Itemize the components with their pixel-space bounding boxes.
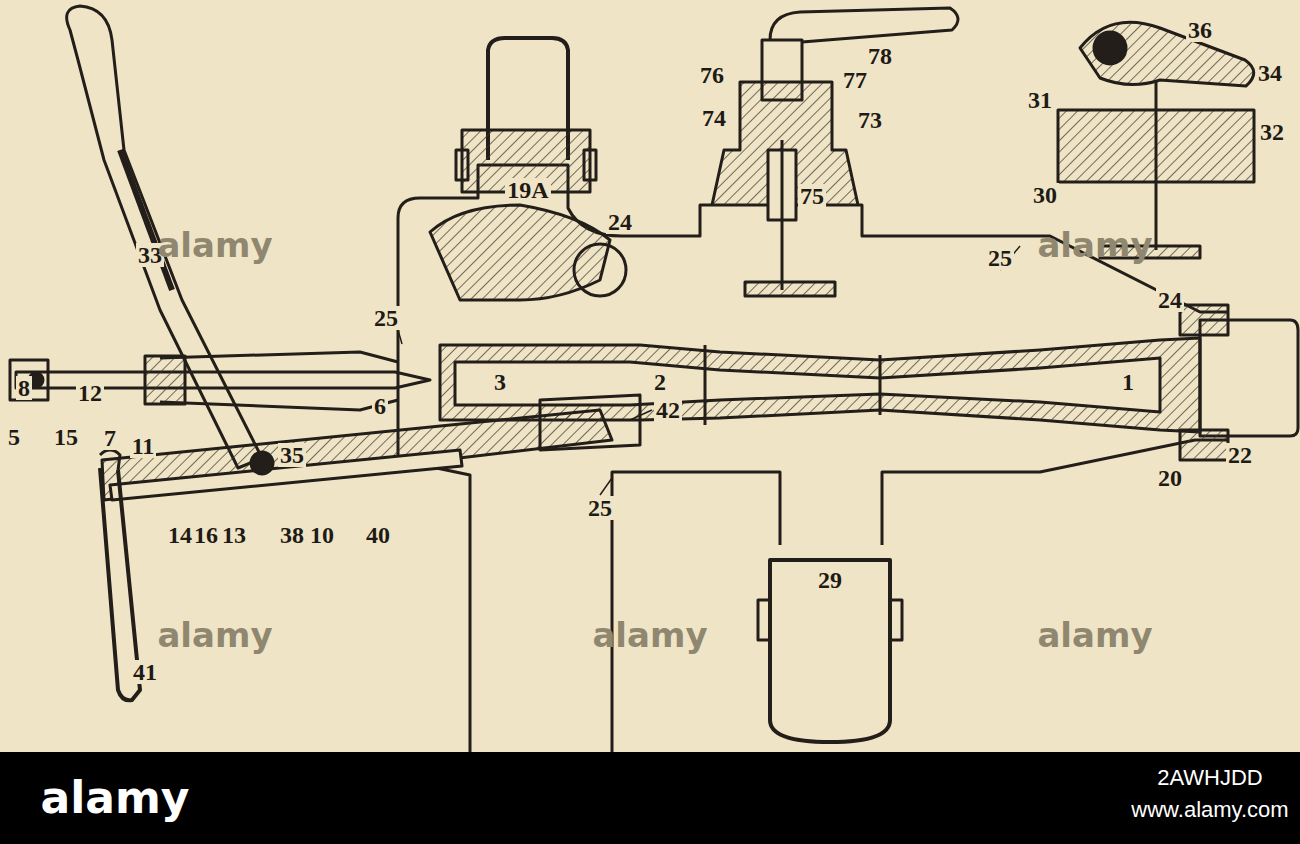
callout-number: 14 [166,523,194,547]
callout-number: 13 [220,523,248,547]
callout-number: 12 [76,381,104,405]
callout-number: 32 [1258,120,1286,144]
callout-number: 3 [492,370,508,394]
callout-number: 34 [1256,61,1284,85]
watermark-text: alamy [1037,228,1152,262]
callout-number: 24 [606,210,634,234]
callout-number: 5 [6,425,22,449]
watermark-text: alamy [157,618,272,652]
callout-number: 29 [816,568,844,592]
callout-number: 1 [1120,370,1136,394]
callout-number: 78 [866,44,894,68]
callout-number: 31 [1026,88,1054,112]
watermark-text: alamy [592,618,707,652]
callout-number: 42 [654,398,682,422]
callout-number: 25 [986,246,1014,270]
callout-number: 40 [364,523,392,547]
callout-number: 74 [700,106,728,130]
callout-number: 77 [841,68,869,92]
callout-number: 2 [652,370,668,394]
callout-number: 41 [131,660,159,684]
callout-number: 25 [372,306,400,330]
watermark-text: alamy [157,228,272,262]
callout-number: 11 [130,434,157,458]
callout-number: 38 [278,523,306,547]
callout-number: 75 [798,184,826,208]
callout-number: 10 [308,523,336,547]
callout-number: 8 [16,376,32,400]
callout-number: 25 [586,496,614,520]
callout-number: 7 [102,426,118,450]
watermark-logo: alamy [41,776,190,820]
callout-number: 6 [372,394,388,418]
callout-number: 19A [505,178,550,202]
callout-number: 22 [1226,443,1254,467]
watermark-url: www.alamy.com [1131,799,1288,821]
watermark-bar [0,752,1300,844]
callout-number: 35 [278,443,306,467]
callout-number: 20 [1156,466,1184,490]
image-id: 2AWHJDD [1157,767,1263,789]
callout-number: 15 [52,425,80,449]
callout-number: 73 [856,108,884,132]
callout-number: 36 [1186,18,1214,42]
callout-number: 30 [1031,183,1059,207]
callout-number: 16 [192,523,220,547]
callout-number: 76 [698,63,726,87]
watermark-text: alamy [1037,618,1152,652]
callout-number: 24 [1156,288,1184,312]
